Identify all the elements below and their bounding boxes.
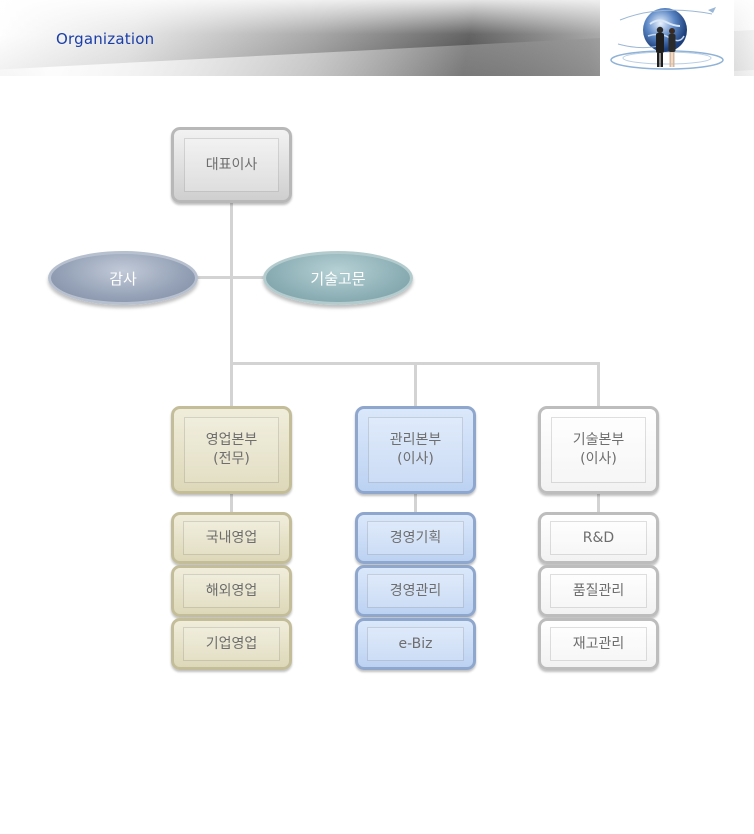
- connector-division-sales: [230, 362, 233, 408]
- connector-teams-sales: [230, 492, 233, 514]
- page-title: Organization: [56, 30, 155, 48]
- division-tech: 기술본부 (이사): [538, 406, 659, 494]
- team-admin-ebiz: e-Biz: [355, 618, 476, 670]
- team-label: 기업영업: [183, 627, 280, 661]
- team-label: 품질관리: [550, 574, 647, 608]
- ceo-label: 대표이사: [184, 138, 279, 192]
- division-sales: 영업본부 (전무): [171, 406, 292, 494]
- tech-advisor-oval: 기술고문: [263, 251, 413, 305]
- connector-division-tech: [597, 362, 600, 408]
- audit-label: 감사: [109, 269, 137, 288]
- team-label: e-Biz: [367, 627, 464, 661]
- division-sales-label: 영업본부 (전무): [184, 417, 279, 483]
- globe-businesspeople-icon: [600, 0, 734, 76]
- audit-oval: 감사: [48, 251, 198, 305]
- connector-teams-tech: [597, 492, 600, 514]
- team-tech-quality: 품질관리: [538, 565, 659, 617]
- team-label: R&D: [550, 521, 647, 555]
- team-sales-domestic: 국내영업: [171, 512, 292, 564]
- team-tech-inventory: 재고관리: [538, 618, 659, 670]
- division-admin: 관리본부 (이사): [355, 406, 476, 494]
- header-banner: Organization: [0, 0, 754, 76]
- team-sales-corporate: 기업영업: [171, 618, 292, 670]
- division-admin-label: 관리본부 (이사): [368, 417, 463, 483]
- team-sales-overseas: 해외영업: [171, 565, 292, 617]
- team-label: 재고관리: [550, 627, 647, 661]
- team-admin-management: 경영관리: [355, 565, 476, 617]
- division-tech-label: 기술본부 (이사): [551, 417, 646, 483]
- connector-advisors: [196, 276, 266, 279]
- connector-division-admin: [414, 362, 417, 408]
- team-label: 경영관리: [367, 574, 464, 608]
- tech-advisor-label: 기술고문: [310, 269, 366, 288]
- ceo-box: 대표이사: [171, 127, 292, 203]
- team-label: 해외영업: [183, 574, 280, 608]
- team-tech-rnd: R&D: [538, 512, 659, 564]
- team-admin-planning: 경영기획: [355, 512, 476, 564]
- team-label: 국내영업: [183, 521, 280, 555]
- connector-ceo-trunk: [230, 202, 233, 364]
- connector-teams-admin: [414, 492, 417, 514]
- team-label: 경영기획: [367, 521, 464, 555]
